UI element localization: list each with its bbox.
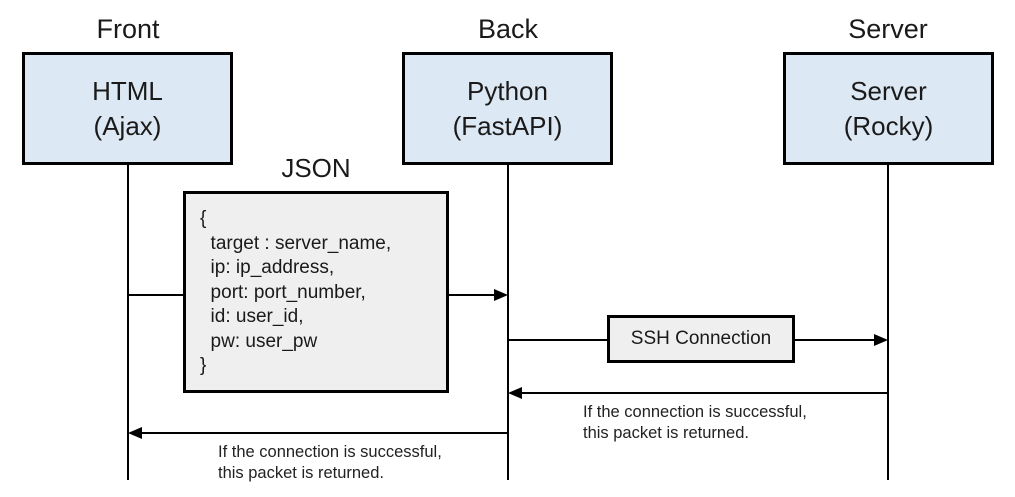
actor-box-front-line1: HTML (92, 75, 163, 106)
ssh-connection-label: SSH Connection (630, 328, 772, 349)
json-line: id: user_id, (200, 306, 304, 327)
json-line: } (200, 355, 207, 376)
json-payload-note: { target : server_name, ip: ip_address, … (183, 191, 449, 393)
actor-box-server: Server (Rocky) (783, 52, 994, 165)
actor-title-back: Back (477, 14, 539, 44)
json-note-title: JSON (281, 153, 351, 183)
server-to-back-note-line2: this packet is returned. (583, 424, 749, 442)
actor-box-back: Python (FastAPI) (402, 52, 613, 165)
json-line: target : server_name, (200, 232, 392, 254)
actor-title-front: Front (96, 14, 160, 44)
json-line: { (200, 208, 207, 229)
actor-title-server: Server (848, 14, 928, 44)
actor-box-back-line2: (FastAPI) (452, 110, 563, 141)
back-to-front-note-line1: If the connection is successful, (218, 443, 442, 461)
json-line: ip: ip_address, (200, 257, 335, 278)
ssh-connection-box: SSH Connection (607, 315, 795, 363)
arrow-back-to-front (128, 427, 508, 439)
server-to-back-note: If the connection is successful, this pa… (583, 402, 807, 444)
server-to-back-note-line1: If the connection is successful, (583, 403, 807, 421)
actor-box-server-line1: Server (850, 75, 927, 106)
back-to-front-note-line2: this packet is returned. (218, 464, 384, 482)
actor-box-server-line2: (Rocky) (843, 110, 934, 141)
actor-box-front: HTML (Ajax) (22, 52, 233, 165)
json-line: port: port_number, (200, 281, 366, 303)
back-to-front-note: If the connection is successful, this pa… (218, 442, 442, 484)
actor-box-front-line2: (Ajax) (93, 110, 162, 141)
arrow-server-to-back (508, 387, 888, 399)
actor-box-back-line1: Python (467, 75, 548, 106)
json-line: pw: user_pw (200, 330, 318, 352)
